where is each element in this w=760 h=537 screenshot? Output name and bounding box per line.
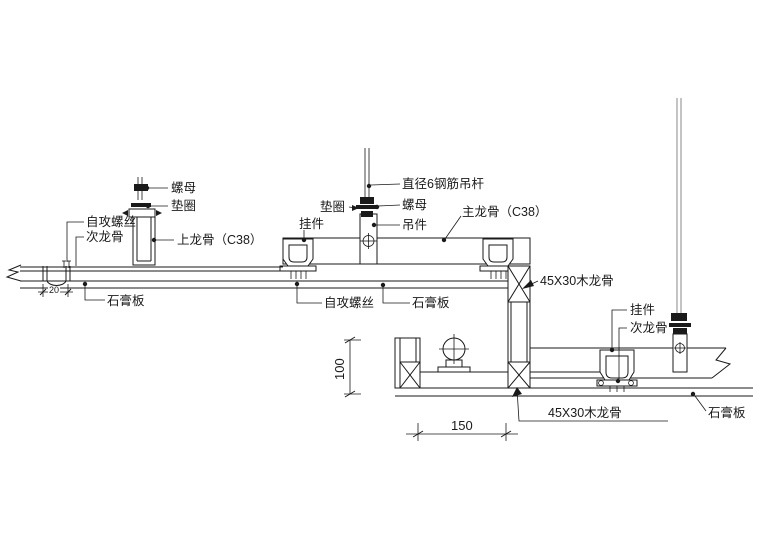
label-secondary-keel-right: 次龙骨	[630, 321, 668, 335]
dim-text-100: 100	[332, 358, 347, 380]
label-hanger-mid: 挂件	[299, 217, 325, 231]
label-washer-left: 垫圈	[171, 199, 197, 213]
wood-keel-column	[507, 265, 531, 389]
label-steel-rod: 直径6钢筋吊杆	[402, 177, 484, 191]
label-gypsum-board-right: 石膏板	[708, 406, 746, 420]
dim-text-150: 150	[451, 418, 473, 433]
hanging-piece-strip	[359, 213, 378, 265]
nut-right	[671, 313, 687, 321]
label-hanger-right: 挂件	[630, 303, 656, 317]
break-symbol-right	[711, 347, 732, 379]
left-ceiling-run	[5, 260, 508, 297]
label-nut-left: 螺母	[171, 181, 197, 195]
label-wood-keel-top: 45X30木龙骨	[540, 274, 614, 288]
label-main-keel-c38: 主龙骨（C38）	[462, 205, 548, 219]
hanger-section-mid-right	[479, 238, 517, 279]
label-gypsum-board-left: 石膏板	[107, 294, 145, 308]
label-self-tapping-screw-left: 自攻螺丝	[86, 215, 137, 229]
label-washer-mid: 垫圈	[320, 200, 346, 214]
label-upper-keel-c38: 上龙骨（C38）	[177, 233, 263, 247]
dim-text-20: 20	[48, 285, 61, 295]
hanger-rod-middle	[356, 148, 378, 217]
hanger-section-right	[596, 349, 638, 392]
label-secondary-keel-left: 次龙骨	[86, 230, 124, 244]
washer-right	[669, 323, 691, 327]
leader-lines	[66, 183, 707, 422]
c38-keel-section-left	[132, 216, 156, 266]
hanging-piece-right	[672, 333, 688, 373]
round-fixture	[437, 334, 471, 373]
label-hanging-piece: 吊件	[402, 218, 428, 232]
label-nut-mid: 螺母	[402, 198, 428, 212]
label-gypsum-board-mid: 石膏板	[412, 296, 450, 310]
hanger-rod-right	[669, 98, 691, 373]
dimension-100	[344, 336, 361, 398]
wood-post	[394, 337, 421, 389]
break-symbol-left	[5, 264, 22, 282]
washer-left	[131, 203, 151, 207]
nut-mid	[360, 197, 374, 204]
hanger-section-mid-left	[279, 238, 317, 279]
label-wood-keel-bottom: 45X30木龙骨	[548, 406, 622, 420]
hanger-rod-left	[122, 177, 162, 266]
lower-trough	[394, 334, 753, 397]
dimension-150	[406, 423, 518, 441]
board-joint-gap	[42, 260, 71, 286]
nut-left	[134, 184, 148, 191]
washer-mid	[356, 205, 378, 209]
label-self-tapping-screw-mid: 自攻螺丝	[324, 296, 375, 310]
